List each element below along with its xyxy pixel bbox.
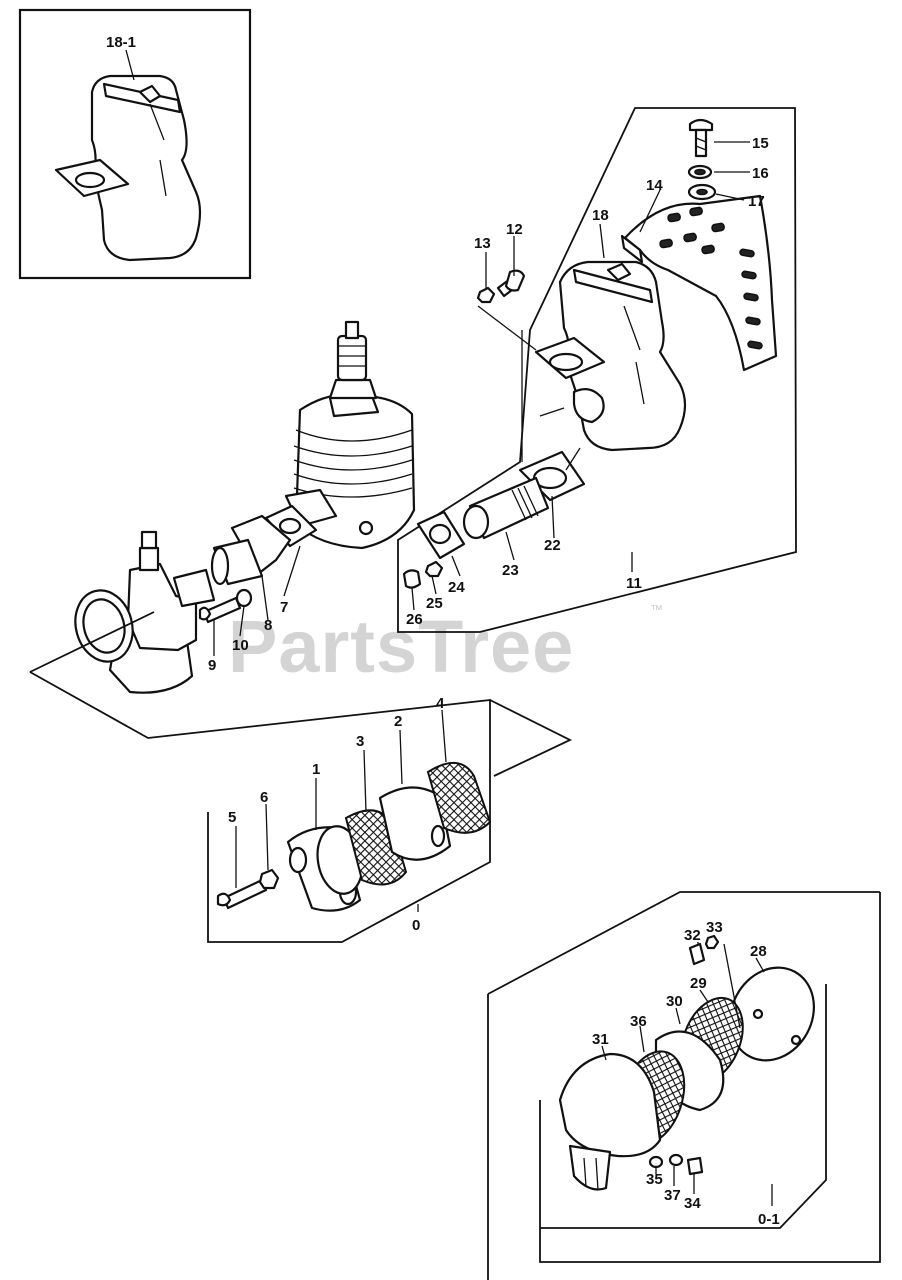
callout-13: 13: [474, 235, 491, 252]
carburetor: [74, 530, 216, 694]
callout-17: 17: [748, 193, 765, 210]
callout-1: 1: [312, 761, 320, 778]
callout-11: 11: [626, 575, 642, 592]
screw-34: [686, 1156, 704, 1176]
callout-15: 15: [752, 135, 769, 152]
callout-4: 4: [436, 695, 445, 712]
callout-9: 9: [208, 657, 216, 674]
callout-7: 7: [280, 599, 288, 616]
callout-6: 6: [260, 789, 268, 806]
bolt-12: [496, 269, 526, 298]
heat-shield-14: [620, 194, 778, 372]
callout-36: 36: [630, 1013, 647, 1030]
callout-0: 0: [412, 917, 420, 934]
callout-10: 10: [232, 637, 249, 654]
air-cleaner-cover-1: [286, 825, 364, 912]
callout-34: 34: [684, 1195, 701, 1212]
callout-33: 33: [706, 919, 723, 936]
screw-9: [198, 596, 242, 624]
callout-35: 35: [646, 1171, 663, 1188]
callout-28: 28: [750, 943, 767, 960]
muffler-18: [534, 260, 687, 452]
washer-37: [668, 1153, 684, 1167]
callout-26: 26: [406, 611, 423, 628]
screw-32: [688, 942, 706, 966]
filter-screen-4: [426, 762, 492, 834]
nut-6: [258, 868, 280, 890]
callout-2: 2: [394, 713, 402, 730]
callout-8: 8: [264, 617, 272, 634]
nut-33: [704, 934, 720, 950]
callout-24: 24: [448, 579, 465, 596]
inset-muffler-18-1: 18-1: [18, 8, 252, 280]
callout-31: 31: [592, 1031, 609, 1048]
muffler-assembly-frame: [397, 107, 797, 633]
callout-22: 22: [544, 537, 561, 554]
lockwasher-16: [687, 164, 713, 180]
bolt-26: [402, 569, 422, 589]
washer-10: [235, 588, 253, 608]
filter-element-2: [378, 786, 452, 861]
case-31: [558, 1052, 662, 1191]
partstree-watermark: PartsTree: [228, 605, 574, 688]
callout-5: 5: [228, 809, 236, 826]
callout-3: 3: [356, 733, 364, 750]
screw-5: [216, 878, 268, 910]
gasket-24: [416, 510, 466, 560]
callout-37: 37: [664, 1187, 681, 1204]
callout-30: 30: [666, 993, 683, 1010]
cover-28: [729, 966, 815, 1062]
callout-29: 29: [690, 975, 707, 992]
callout-18-1: 18-1: [106, 34, 136, 51]
callout-0-1: 0-1: [758, 1211, 780, 1228]
air-cleaner-frame: [29, 611, 573, 943]
leader-lines: [213, 141, 773, 1206]
washer-17: [687, 183, 717, 201]
callout-32: 32: [684, 927, 701, 944]
callout-12: 12: [506, 221, 523, 238]
nut-25: [424, 560, 444, 578]
engine-cylinder: [284, 320, 416, 550]
exhaust-pipe-23: [462, 476, 550, 540]
bolt-15: [688, 118, 714, 158]
callout-14: 14: [646, 177, 663, 194]
lockwasher-35: [648, 1155, 664, 1169]
watermark-trademark: ™: [650, 602, 663, 617]
nut-13: [476, 286, 496, 304]
callout-18: 18: [592, 207, 609, 224]
callout-23: 23: [502, 562, 519, 579]
air-cleaner-variant-frame: [487, 891, 881, 1280]
callout-labels: 15 16 17 14 18 13 12 7 8 9 10 22 23 24 2…: [208, 135, 780, 1228]
callout-16: 16: [752, 165, 769, 182]
callout-25: 25: [426, 595, 443, 612]
muffler-18-1: [54, 74, 202, 262]
